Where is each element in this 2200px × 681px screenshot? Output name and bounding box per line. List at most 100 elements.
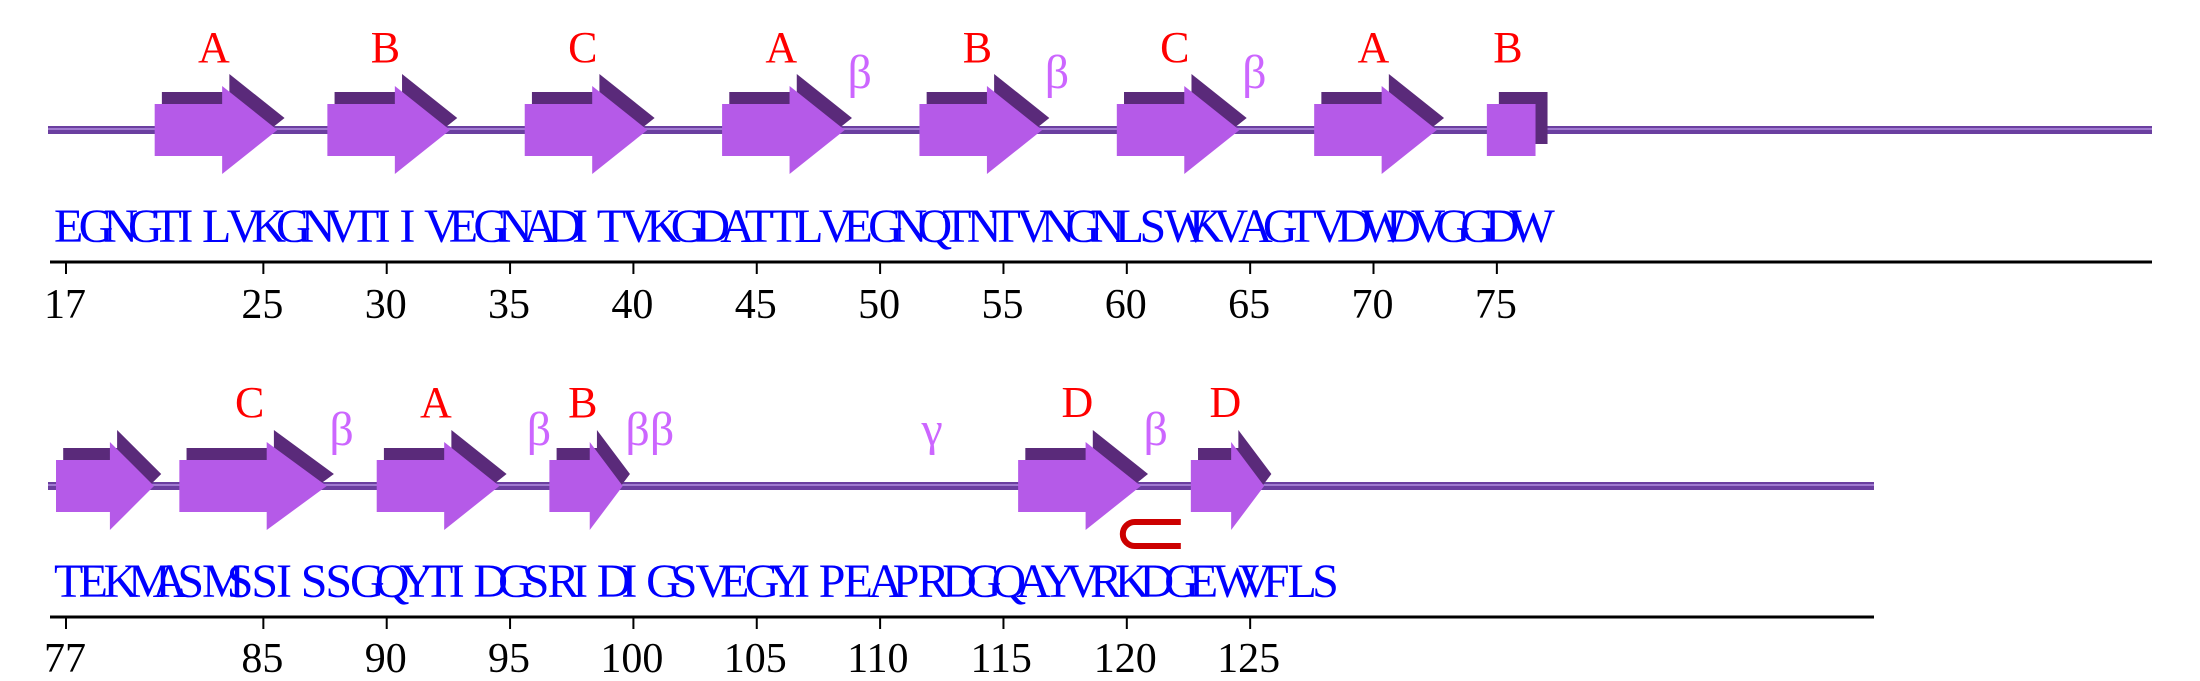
residue-letter: Q <box>917 200 952 253</box>
residue-letter: T <box>597 200 626 253</box>
residue-letter: I <box>794 555 810 608</box>
greek-label: ββ <box>625 403 674 456</box>
tick-label: 70 <box>1352 282 1394 328</box>
residue-letter: W <box>1510 200 1556 253</box>
residue-letter: R <box>917 555 949 608</box>
residue-letter: A <box>720 200 755 253</box>
residue-letter: S <box>301 555 328 608</box>
strand-label: A <box>1358 23 1390 72</box>
tick-label: 95 <box>488 636 530 681</box>
residue-letter: V <box>695 555 730 608</box>
residue-letter: A <box>1238 200 1273 253</box>
residue-letter: S <box>671 555 698 608</box>
residue-letter: D <box>1485 200 1520 253</box>
strand-label: C <box>235 378 264 427</box>
greek-label: β <box>847 46 871 99</box>
strand-face <box>1116 86 1240 174</box>
residue-letter: V <box>424 200 459 253</box>
residue-letter: I <box>177 200 193 253</box>
residue-letter: I <box>572 555 588 608</box>
strand-face <box>1018 442 1141 530</box>
residue-letter: D <box>695 200 730 253</box>
residue-letter: N <box>893 200 928 253</box>
tick-label: 85 <box>241 636 283 681</box>
tick-label: 75 <box>1475 282 1517 328</box>
strand-label: D <box>1209 378 1241 427</box>
residue-letter: N <box>103 200 138 253</box>
residue-letter: D <box>1139 555 1174 608</box>
residue-letter: Q <box>375 555 410 608</box>
tick-label: 50 <box>858 282 900 328</box>
residue-letter: D <box>473 555 508 608</box>
residue-letter: D <box>942 555 977 608</box>
residue-letter: R <box>547 555 579 608</box>
residue-letter: P <box>893 555 920 608</box>
residue-letter: E <box>449 200 478 253</box>
residue-letter: G <box>671 200 706 253</box>
residue-letter: E <box>843 555 872 608</box>
residue-letter: G <box>79 200 114 253</box>
residue-letter: I <box>276 555 292 608</box>
residue-letter: S <box>177 555 204 608</box>
tick-label: 40 <box>611 282 653 328</box>
residue-letter: G <box>276 200 311 253</box>
residue-letter: K <box>646 200 681 253</box>
greek-label: β <box>1143 403 1167 456</box>
residue-letter: N <box>1041 200 1076 253</box>
residue-letter: D <box>1386 200 1421 253</box>
strand-face <box>549 442 623 530</box>
strand-face <box>1190 442 1265 530</box>
residue-letter: G <box>1436 200 1471 253</box>
residue-letter: Q <box>991 555 1026 608</box>
strand-arrow <box>1314 74 1445 174</box>
greek-label: β <box>1242 46 1266 99</box>
strand-arrow <box>919 74 1050 174</box>
residue-letter: T <box>350 200 379 253</box>
tick-label: 77 <box>44 636 86 681</box>
tick-label: 120 <box>1094 636 1157 681</box>
residue-letter: D <box>547 200 582 253</box>
strand-arrow <box>722 74 852 174</box>
residue-letter: G <box>1164 555 1199 608</box>
residue-letter: I <box>449 555 465 608</box>
residue-letter: E <box>720 555 749 608</box>
residue-letter: T <box>153 200 182 253</box>
strand-face <box>722 86 845 174</box>
residue-letter: G <box>868 200 903 253</box>
residue-letter: K <box>1189 200 1224 253</box>
residue-letter: G <box>1460 200 1495 253</box>
residue-letter: S <box>227 555 254 608</box>
residue-letter: T <box>769 200 798 253</box>
residue-letter: S <box>325 555 352 608</box>
tick-label: 60 <box>1105 282 1147 328</box>
residue-letter: D <box>597 555 632 608</box>
residue-letter: V <box>1411 200 1446 253</box>
residue-letter: T <box>942 200 971 253</box>
residue-letter: S <box>1139 200 1166 253</box>
strand-face <box>376 442 500 530</box>
residue-letter: I <box>621 555 637 608</box>
strand-label: A <box>420 378 452 427</box>
strand-arrow <box>1486 92 1548 156</box>
residue-letter: G <box>646 555 681 608</box>
residue-letter: A <box>153 555 188 608</box>
tick-label: 125 <box>1217 636 1280 681</box>
residue-letter: T <box>991 200 1020 253</box>
residue-letter: L <box>202 200 231 253</box>
residue-letter: D <box>1337 200 1372 253</box>
residue-letter: F <box>1263 555 1290 608</box>
residue-letter: K <box>103 555 138 608</box>
tick-label: 55 <box>981 282 1023 328</box>
residue-letter: T <box>54 555 83 608</box>
residue-letter: W <box>1164 200 1210 253</box>
residue-letter: L <box>1288 555 1317 608</box>
strand-face <box>524 86 648 174</box>
residue-letter: Y <box>769 555 804 608</box>
residue-letter: M <box>128 555 171 608</box>
strand-arrow <box>549 430 630 530</box>
strand-arrow <box>56 430 162 530</box>
residue-letter: S <box>1312 555 1339 608</box>
strand-face <box>154 86 278 174</box>
residue-letter: N <box>301 200 336 253</box>
